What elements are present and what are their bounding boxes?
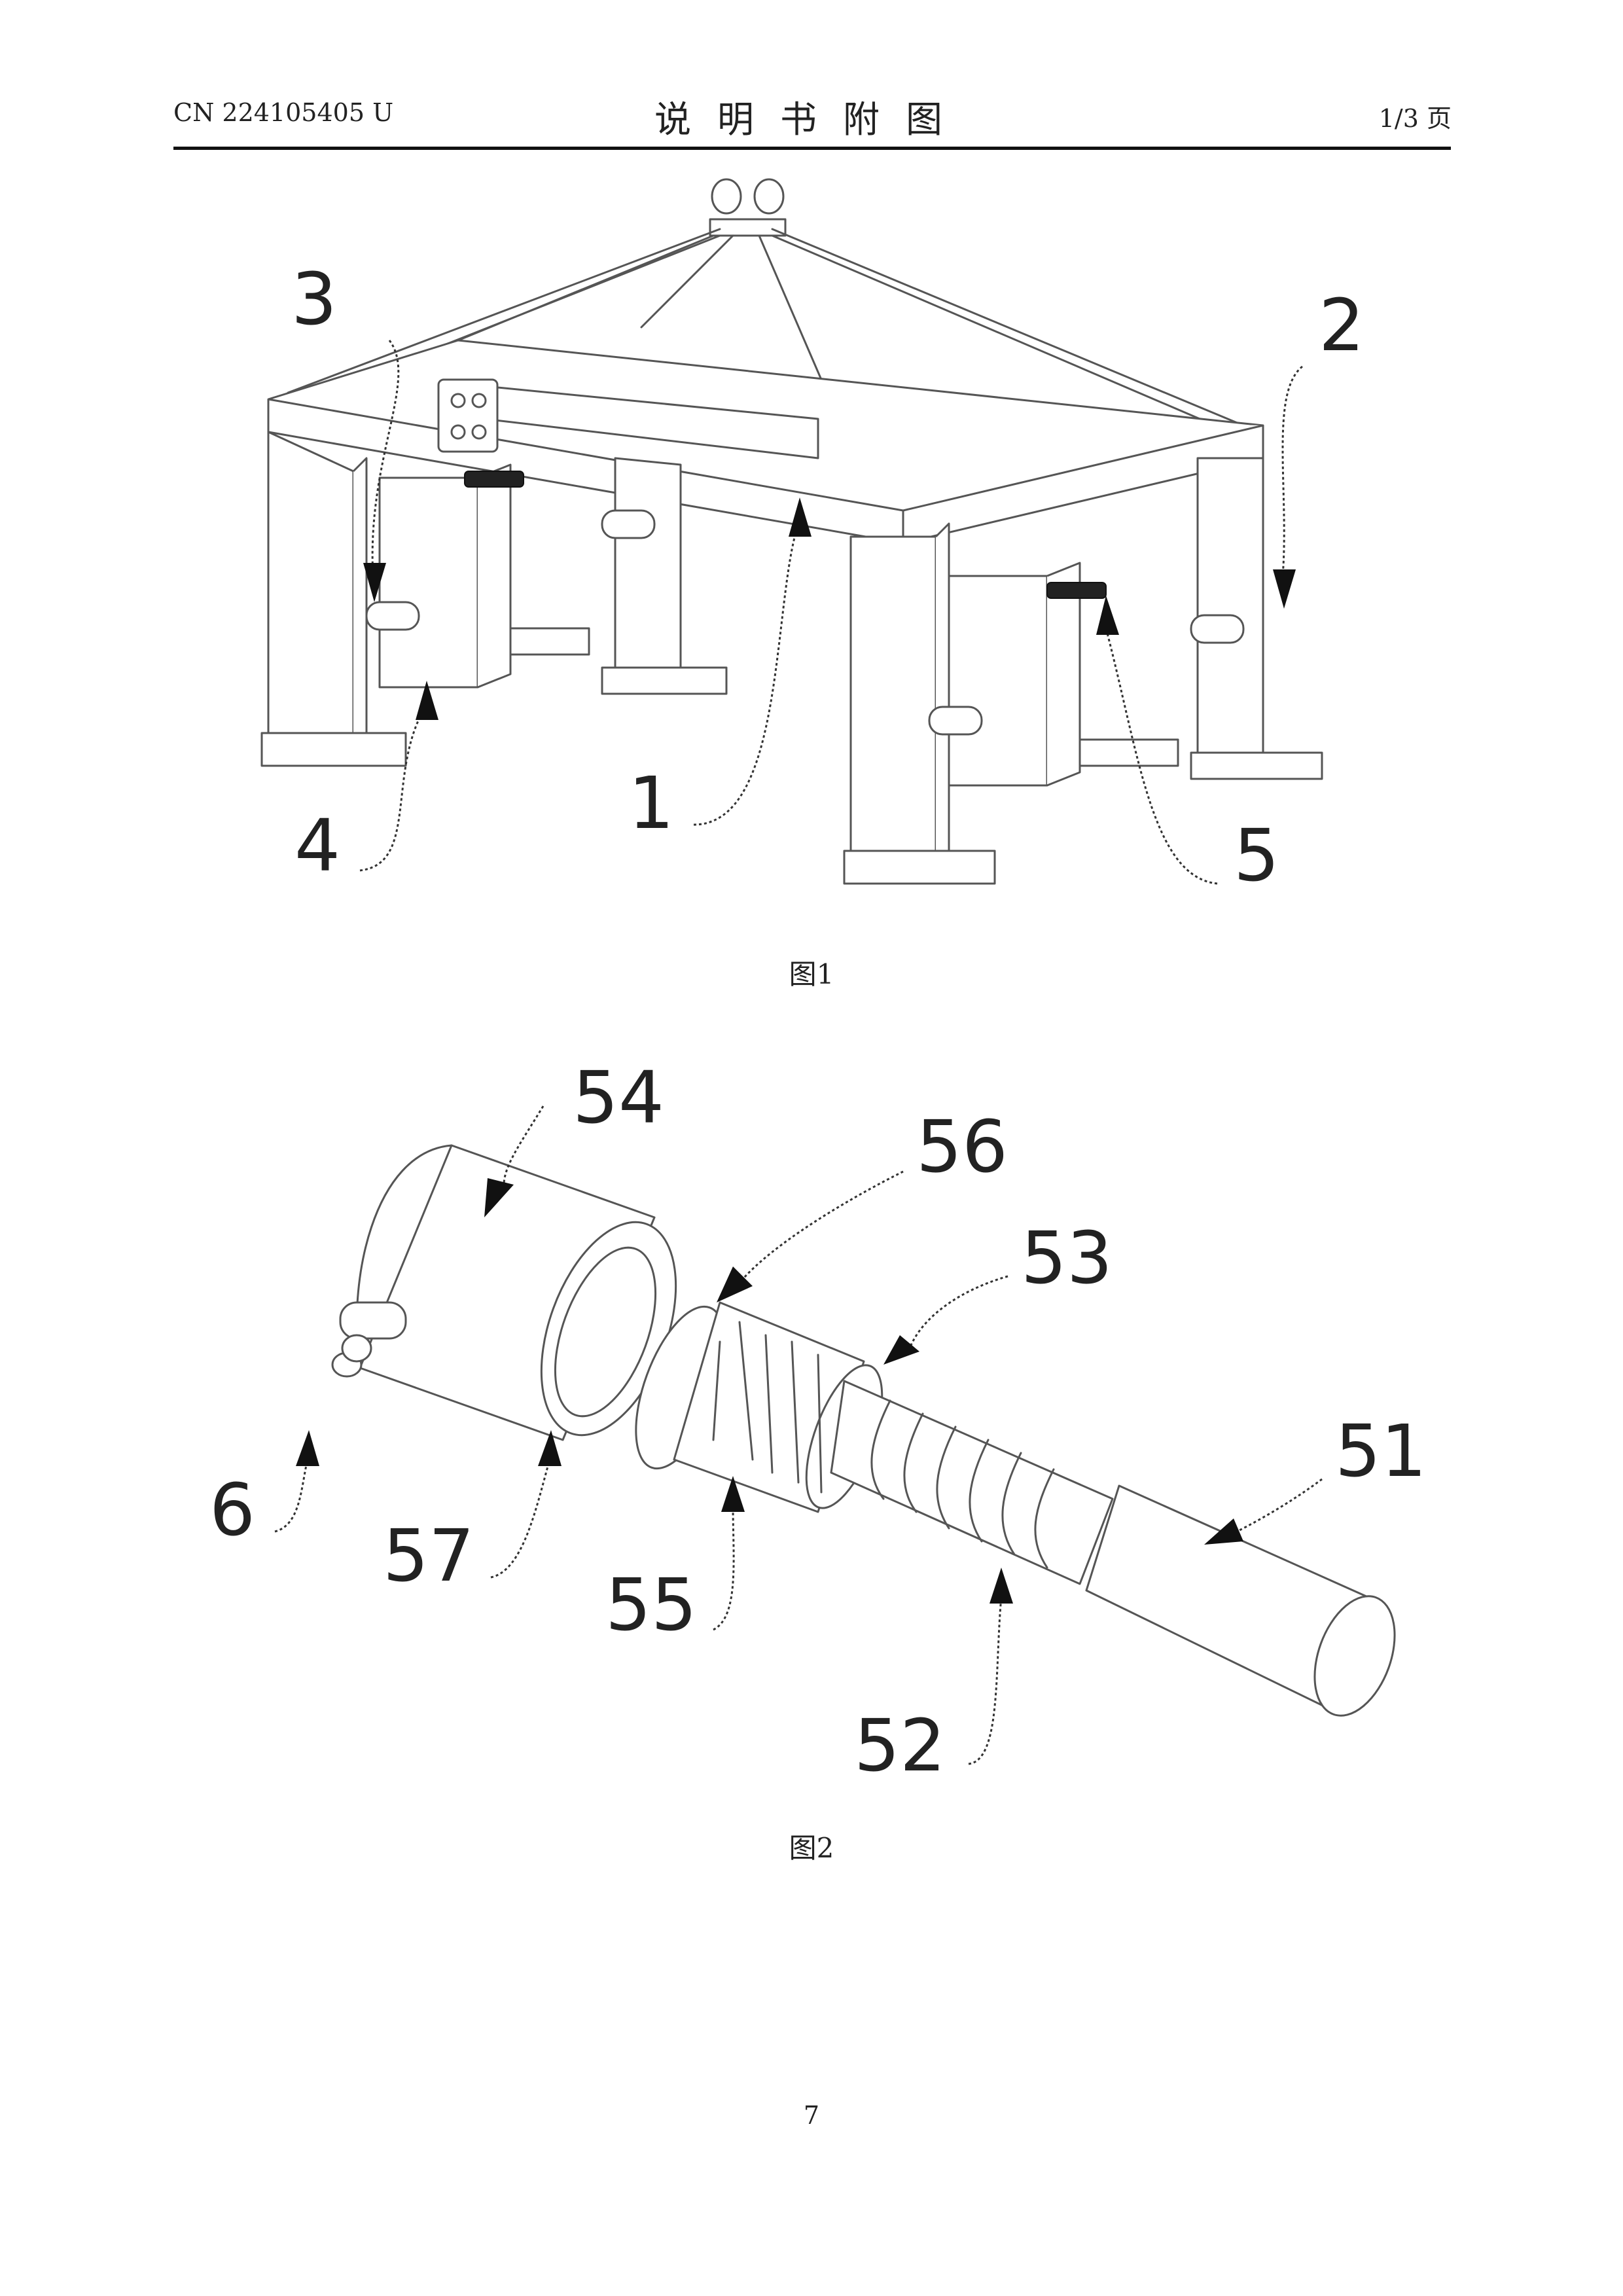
figure-1-drawing: 3 2 1 4 5	[0, 164, 1623, 936]
ref-4: 4	[294, 804, 340, 888]
ref-53: 53	[1021, 1216, 1113, 1300]
ref-54: 54	[573, 1056, 664, 1139]
arrow-2	[1273, 569, 1296, 609]
leader-57	[491, 1460, 550, 1577]
arrow-5	[1096, 596, 1119, 635]
threaded-shank	[831, 1381, 1113, 1584]
ref-3: 3	[291, 257, 337, 341]
ref-55: 55	[605, 1563, 697, 1647]
leader-4	[360, 707, 425, 870]
page-count: 1/3 页	[1379, 98, 1452, 134]
figure-1-caption: 图1	[0, 952, 1623, 992]
ref-52: 52	[854, 1704, 946, 1787]
arrow-52	[990, 1568, 1013, 1604]
ref-56: 56	[916, 1105, 1008, 1189]
lifting-ring	[710, 179, 785, 236]
figure-2-drawing: 54 56 53 51 52 55 57 6	[0, 1034, 1623, 1793]
leader-55	[713, 1505, 734, 1630]
header-rule	[173, 147, 1451, 150]
leader-52	[969, 1597, 1001, 1764]
figure-2-caption: 图2	[0, 1826, 1623, 1866]
arrow-56	[717, 1266, 753, 1302]
leader-53	[910, 1276, 1008, 1348]
ref-1: 1	[628, 761, 674, 845]
screw-left	[465, 471, 524, 487]
ref-2: 2	[1319, 283, 1364, 367]
screw-right	[1047, 583, 1106, 598]
ref-6: 6	[209, 1468, 255, 1552]
leader-6	[275, 1460, 308, 1532]
arrow-6	[296, 1430, 319, 1466]
leader-56	[740, 1172, 903, 1283]
leader-51	[1237, 1479, 1322, 1532]
ref-51: 51	[1335, 1409, 1427, 1493]
page-number: 7	[0, 2101, 1623, 2130]
ref-5: 5	[1234, 814, 1279, 897]
leader-2	[1283, 367, 1302, 576]
rod-51	[1086, 1486, 1410, 1727]
ref-57: 57	[383, 1514, 474, 1598]
